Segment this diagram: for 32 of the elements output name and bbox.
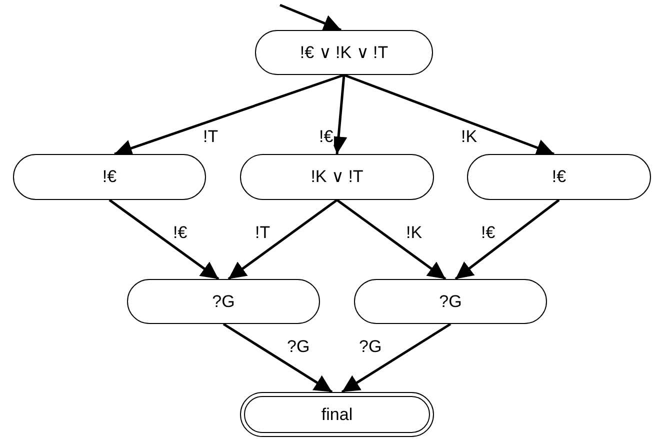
arrow (228, 199, 338, 280)
edge-label: !K (460, 128, 478, 145)
state-label: ?G (439, 290, 462, 313)
edge-label: ?G (286, 338, 311, 355)
final-state (240, 392, 434, 437)
state-node (255, 30, 433, 75)
state-label: !€ (552, 166, 566, 188)
edge-label: !T (202, 128, 220, 145)
state-node (127, 279, 320, 324)
edge-label: !€ (318, 128, 334, 145)
arrow (222, 322, 333, 394)
edge-label: !€ (480, 224, 496, 241)
arrow (336, 199, 446, 280)
arrow (344, 74, 554, 156)
edge-label: !€ (172, 224, 188, 241)
state-node (467, 154, 651, 200)
edge-label: !K (405, 224, 424, 241)
state-label: !K ∨ !T (310, 166, 364, 188)
state-label: !€ (102, 166, 117, 188)
state-node (240, 154, 434, 200)
state-label: final (321, 404, 353, 426)
edge-label: ?G (358, 338, 383, 355)
state-label: !€ ∨ !K ∨ !T (300, 42, 388, 64)
arrow (108, 198, 220, 280)
arrow (280, 4, 342, 32)
edge-label: !T (254, 224, 272, 241)
state-node (354, 279, 547, 324)
state-label: ?G (212, 290, 235, 313)
state-node (13, 154, 206, 200)
arrow (454, 199, 560, 280)
arrow (341, 322, 452, 394)
arrow (114, 74, 344, 157)
